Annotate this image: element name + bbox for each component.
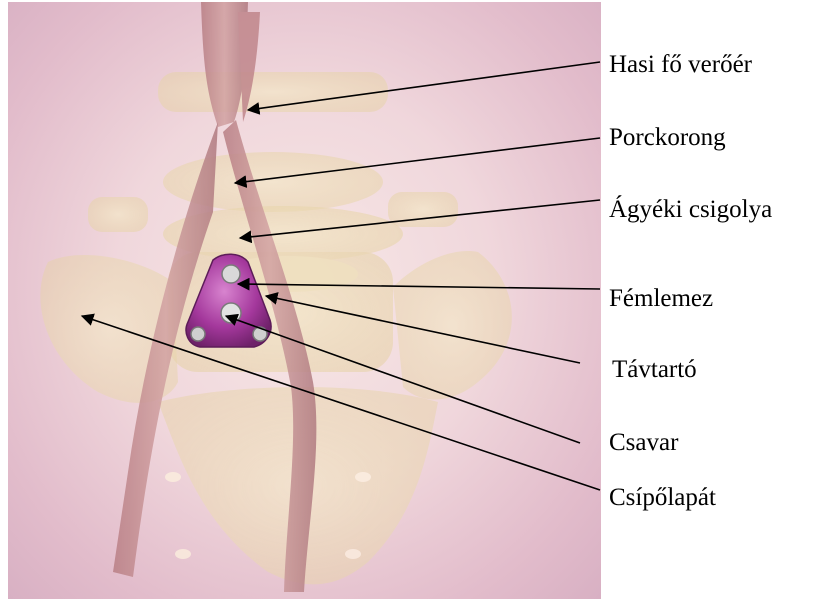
screw-icon — [191, 327, 205, 341]
screw-icon — [221, 303, 241, 323]
label-spacer: Távtartó — [612, 357, 697, 382]
anatomy-illustration — [8, 2, 601, 599]
spine-implant-drawing — [8, 2, 601, 599]
screw-icon — [222, 265, 240, 283]
label-vertebra: Ágyéki csigolya — [609, 197, 772, 222]
label-plate: Fémlemez — [609, 286, 713, 311]
label-ilium: Csípőlapát — [609, 485, 716, 510]
label-disc: Porckorong — [609, 125, 726, 150]
label-screw: Csavar — [609, 430, 678, 455]
screw-icon — [253, 327, 267, 341]
label-aorta: Hasi fő verőér — [609, 52, 752, 77]
